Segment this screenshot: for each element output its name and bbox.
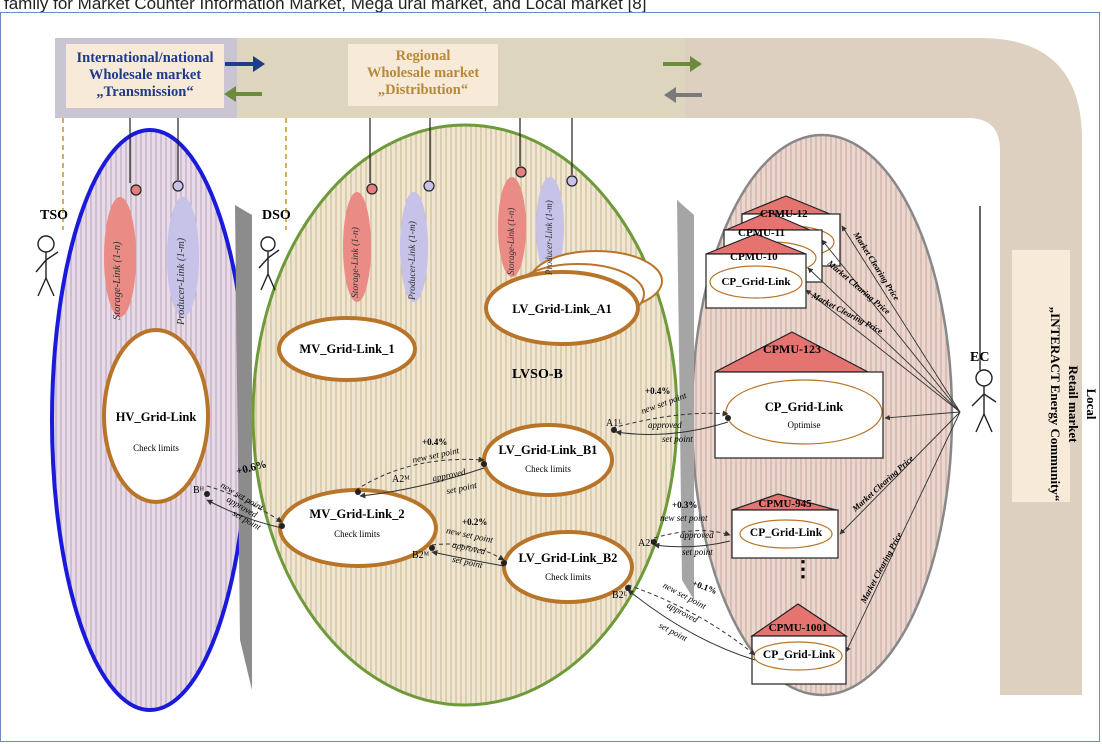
flow-a2-approved: approved xyxy=(680,530,714,540)
cpmu-10-label: CPMU-10 xyxy=(730,251,778,263)
lv-b2-check-limits: Check limits xyxy=(545,572,591,582)
set-point-flows xyxy=(206,410,756,661)
link-ovals xyxy=(104,177,564,317)
grid-link-ellipses xyxy=(102,250,663,604)
arrow-left-grey xyxy=(664,87,702,103)
port-a1l: A1ᴸ xyxy=(606,418,622,429)
port-a2l: A2ᴸ xyxy=(638,538,654,549)
dso-ellipse xyxy=(251,123,679,707)
cpmu-945-inner-label: CP_Grid-Link xyxy=(749,527,823,539)
cpmu-123-optimise: Optimise xyxy=(787,420,821,430)
dso-label: DSO xyxy=(262,208,291,223)
cpmu-1001-label: CPMU-1001 xyxy=(768,622,828,634)
port-dots xyxy=(204,415,731,591)
cpmu-123-inner-label: CP_Grid-Link xyxy=(764,400,844,414)
flow-pct-b1: +0.4% xyxy=(422,437,448,447)
lv-grid-link-a1-label: LV_Grid-Link_A1 xyxy=(512,302,612,316)
ellipsis-dots: ⋮ xyxy=(792,556,814,581)
tso-storage-link-label: Storage-Link (1-n) xyxy=(112,241,123,320)
hv-grid-link-label: HV_Grid-Link xyxy=(115,410,197,424)
mv-grid-link-2-label: MV_Grid-Link_2 xyxy=(309,507,405,521)
lv-b1-check-limits: Check limits xyxy=(525,464,571,474)
flow-a2-new: new set point xyxy=(660,513,708,523)
arrow-right-green xyxy=(663,56,702,72)
cpmu-houses xyxy=(705,195,884,685)
distribution-box xyxy=(348,44,498,106)
lv-producer-link-label: Producer-Link (1-m) xyxy=(544,200,554,275)
port-bh: Bᴴ xyxy=(193,485,205,496)
port-b2m: B2ᴹ xyxy=(412,550,430,561)
separator-1 xyxy=(235,205,252,690)
cpmu-945-label: CPMU-945 xyxy=(758,498,812,510)
stick-figures xyxy=(35,235,997,433)
figure-frame xyxy=(0,12,1100,742)
cpmu-1001-inner-label: CP_Grid-Link xyxy=(762,649,836,661)
cpmu-11-label: CPMU-11 xyxy=(738,227,786,239)
local-market-box xyxy=(1012,250,1070,502)
lv-grid-link-b2-label: LV_Grid-Link_B2 xyxy=(518,551,618,565)
flow-a1-approved: approved xyxy=(648,420,682,430)
port-a2m: A2ᴹ xyxy=(392,474,410,485)
mv-grid-link-1-label: MV_Grid-Link_1 xyxy=(299,342,395,356)
lvso-b-label: LVSO-B xyxy=(512,367,563,382)
flow-pct-a1: +0.4% xyxy=(645,386,671,396)
dashed-connectors xyxy=(62,118,287,230)
mv-check-limits: Check limits xyxy=(334,529,380,539)
transmission-box xyxy=(66,44,224,108)
cpmu-123-label: CPMU-123 xyxy=(763,342,821,356)
market-price-lines xyxy=(805,225,961,653)
port-b2l: B2ᴸ xyxy=(612,590,628,601)
flow-pct-a2: +0.3% xyxy=(672,500,698,510)
ec-label: EC xyxy=(970,350,990,365)
flow-a1-set: set point xyxy=(662,434,693,444)
lv-storage-link-label: Storage-Link (1-n) xyxy=(506,207,516,275)
mv-storage-link-label: Storage-Link (1-n) xyxy=(351,227,361,298)
arrow-right-blue xyxy=(225,56,265,72)
figure-caption: family for Market Counter Information Ma… xyxy=(4,0,647,13)
tso-producer-link-label: Producer-Link (1-m) xyxy=(176,237,187,325)
flow-a2-set: set point xyxy=(682,547,713,557)
mv-producer-link-label: Producer-Link (1-m) xyxy=(408,221,418,300)
separator-2 xyxy=(677,200,694,600)
cpmu-12-label: CPMU-12 xyxy=(760,208,808,220)
hanging-actors xyxy=(129,118,578,196)
hv-check-limits: Check limits xyxy=(133,443,179,453)
lv-grid-link-b1-label: LV_Grid-Link_B1 xyxy=(498,443,598,457)
arrow-left-green xyxy=(224,86,262,102)
cpmu-10-inner-label: CP_Grid-Link xyxy=(721,276,791,288)
flow-pct-b2: +0.2% xyxy=(462,517,488,527)
tso-label: TSO xyxy=(40,208,69,223)
